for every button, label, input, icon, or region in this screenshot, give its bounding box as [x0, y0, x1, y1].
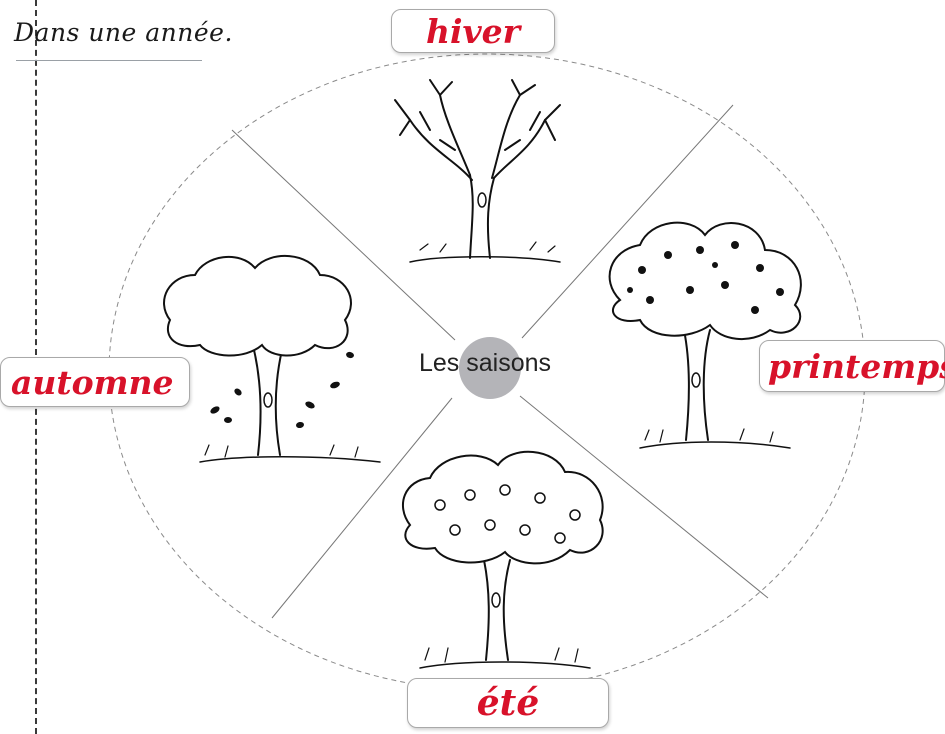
label-hiver: hiver — [391, 9, 555, 53]
divider-top-left — [231, 129, 456, 341]
center-disc — [459, 337, 521, 399]
autumn-tree-image — [163, 255, 381, 463]
winter-tree-image — [394, 79, 561, 263]
center-label: Les saisons — [418, 348, 552, 377]
label-printemps: printemps — [759, 340, 945, 392]
divider-bottom-right — [519, 395, 769, 599]
summer-tree-image — [401, 450, 604, 669]
page-heading: Dans une année. — [14, 18, 233, 47]
spring-tree-image — [608, 221, 802, 449]
divider-top-right — [521, 104, 734, 339]
label-automne: automne — [0, 357, 190, 407]
heading-underline — [16, 60, 202, 61]
divider-bottom-left — [271, 397, 453, 619]
label-ete: été — [407, 678, 609, 728]
